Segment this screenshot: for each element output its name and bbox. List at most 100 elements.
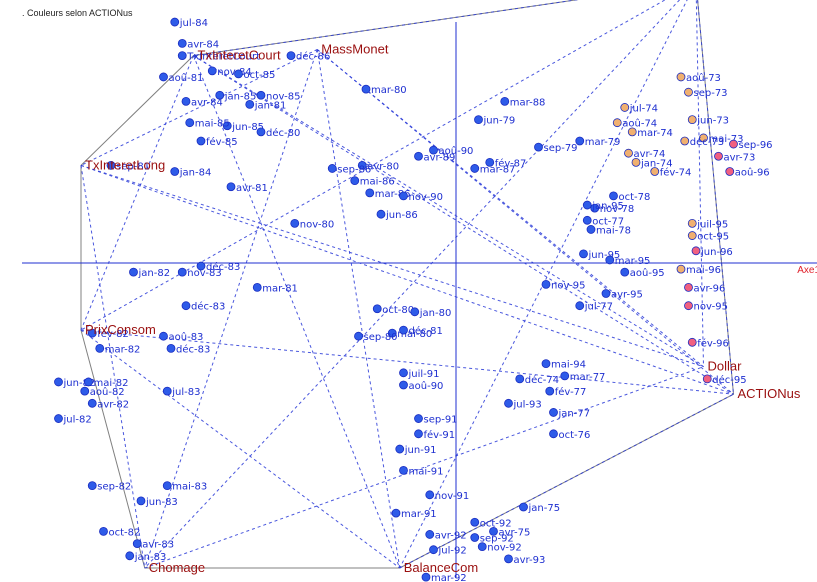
point-label: mar-79 [585,137,621,148]
data-point [725,167,735,176]
point-label: mai-86 [360,177,395,188]
data-point [54,414,63,423]
variable-label: TxInteretCourt [198,48,281,63]
dash-line [80,49,318,166]
dash-line [697,0,734,395]
variable-label: Dollar [708,359,743,374]
variable-label: BalanceCom [404,560,478,575]
point-label: jul-82 [63,415,92,426]
point-label: fév-85 [206,136,238,148]
point-label: déc-81 [409,325,443,337]
point-label: oct-76 [559,430,591,441]
point-label: mai-85 [195,119,230,130]
data-point [612,118,622,128]
dash-line [193,55,401,569]
data-point [54,377,63,387]
data-point [470,164,480,173]
data-point [207,66,217,76]
point-label: oct-95 [697,232,729,243]
data-point [391,508,401,518]
data-point [99,527,108,536]
data-point [485,157,495,167]
point-label: sep-91 [424,415,458,426]
point-label: sep-80 [364,332,398,343]
point-label: avr-92 [435,530,467,541]
data-point [87,398,97,408]
data-point [372,304,382,314]
data-point [395,444,405,454]
data-point [399,380,408,390]
point-label: jul-84 [179,18,208,29]
data-point [185,118,195,128]
point-label: nov-83 [187,268,221,279]
data-point [489,527,498,536]
data-point [399,465,408,475]
data-point [80,386,90,396]
point-label: nov-85 [266,91,300,102]
data-point [357,160,367,170]
point-label: mar-88 [510,97,546,108]
data-point [410,307,420,317]
point-label: mai-78 [596,225,631,236]
data-point [676,72,686,82]
point-label: jan-85 [224,91,257,102]
point-label: jan-84 [179,168,212,179]
data-point [582,200,592,210]
data-point [627,127,637,137]
data-point [620,103,630,112]
data-point [132,539,142,548]
data-point [687,115,697,125]
data-point [414,414,423,423]
point-label: jul-74 [629,103,658,114]
point-label: oct-85 [244,70,276,81]
point-label: sep-79 [544,143,578,154]
point-label: déc-83 [176,343,210,355]
dash-line [316,49,734,395]
data-point [256,90,266,100]
dash-line [144,0,681,569]
data-point [399,191,408,201]
point-label: mai-96 [686,265,721,276]
data-point [549,429,558,439]
point-label: avr-84 [191,97,223,108]
point-label: aoû-83 [169,331,204,343]
dash-line [80,164,734,395]
data-point [399,368,408,378]
point-label: nov-80 [300,219,334,230]
point-label: fév-77 [555,386,587,398]
data-point [684,301,693,311]
dash-line [695,0,704,367]
point-label: jan-77 [558,408,591,419]
point-label: mar-77 [570,372,606,383]
dash-line [80,55,194,331]
data-point [425,530,435,539]
point-label: avr-83 [142,540,174,551]
data-point [162,386,172,396]
point-label: jun-73 [696,116,729,127]
point-label: nov-90 [409,192,443,203]
point-label: jun-85 [231,122,264,133]
data-point [609,191,618,201]
data-point [234,69,243,79]
point-label: jan-81 [254,100,287,111]
dash-line [80,164,704,368]
point-label: oct-78 [619,192,651,203]
point-label: aoû-81 [169,72,204,84]
point-label: oct-82 [109,527,141,538]
data-point [177,39,187,48]
point-label: avr-96 [694,283,726,294]
data-point [631,157,641,167]
point-label: mar-81 [262,283,298,294]
point-label: jul-77 [584,302,613,313]
data-point [361,84,371,94]
data-point [560,371,570,381]
point-label: nov-92 [487,543,521,554]
point-label: jan-95 [591,201,624,212]
point-label: nov-95 [694,302,728,313]
point-label: aoû-95 [630,267,665,279]
point-label: mar-91 [401,509,437,520]
point-label: nov-95 [551,280,585,291]
point-label: jun-91 [404,445,437,456]
data-point [181,301,191,311]
point-label: mar-86 [375,189,411,200]
